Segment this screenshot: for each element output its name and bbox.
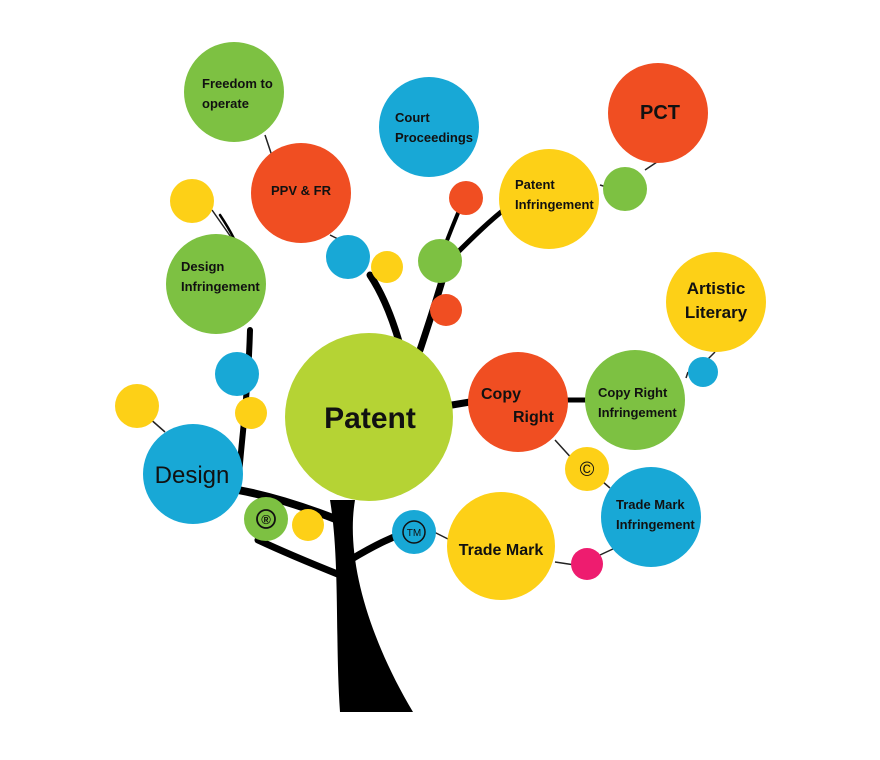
copy-right-infringement-line1: Copy Right [598,385,668,400]
node-labels: Freedom to operate PPV & FR Court Procee… [155,76,748,559]
copy-right-infringement-line2: Infringement [598,405,677,420]
copy-right-line1: Copy [481,386,521,403]
registered-symbol-dot [244,497,288,541]
node-trade-mark-infringement [601,467,701,567]
patent-infringement-line1: Patent [515,177,555,192]
node-artistic-literary [666,252,766,352]
court-line1: Court [395,110,430,125]
circle-nodes [143,42,766,600]
copyright-symbol: © [580,459,595,481]
court-line2: Proceedings [395,130,473,145]
node-court-proceedings [379,77,479,177]
design-infringement-line1: Design [181,259,224,274]
dot-orange [430,294,462,326]
trade-mark-infringement-line1: Trade Mark [616,497,685,512]
branch-registered [254,536,344,579]
pct-label: PCT [640,102,680,124]
node-pct [608,63,708,163]
copyright-symbol-dot [565,447,609,491]
dot-yellow [371,251,403,283]
branch-ppv [366,271,404,349]
trade-mark-infringement-line2: Infringement [616,517,695,532]
trunk-main [330,500,413,712]
dot-yellow [170,179,214,223]
freedom-line1: Freedom to [202,76,273,91]
artistic-line1: Artistic [687,279,746,298]
dot-blue [215,352,259,396]
dot-yellow [115,384,159,428]
connector-blue-copyright-infr [685,371,689,379]
dot-blue [688,357,718,387]
dot-green [418,239,462,283]
branch-design [234,486,342,524]
symbol-dots: ® © TM [244,447,609,554]
artistic-line2: Literary [685,303,748,322]
registered-symbol: ® [261,512,271,527]
patent-infringement-line2: Infringement [515,197,594,212]
connector-pink-trademark-infr [599,547,616,556]
tree-trunk [330,500,413,712]
node-design-infringement [166,234,266,334]
dot-pink [571,548,603,580]
design-infringement-line2: Infringement [181,279,260,294]
dot-yellow [235,397,267,429]
freedom-line2: operate [202,96,249,111]
trade-mark-label: Trade Mark [459,542,544,559]
node-ppv-fr [251,143,351,243]
ppv-label: PPV & FR [271,183,332,198]
node-copy-right [468,352,568,452]
small-dots [115,167,718,580]
trademark-symbol-dot [392,510,436,554]
dot-blue [326,235,370,279]
dot-green [603,167,647,211]
registered-icon [256,509,276,529]
dot-yellow [292,509,324,541]
node-patent-infringement [499,149,599,249]
trademark-symbol: TM [407,528,421,539]
trademark-icon [402,520,426,544]
node-design [143,424,243,524]
connector-lines [139,134,716,566]
patent-label: Patent [324,402,416,435]
node-trade-mark [447,492,555,600]
branch-copyright [448,398,474,409]
copy-right-line2: Right [513,409,555,426]
design-label: Design [155,462,230,489]
node-freedom-to-operate [184,42,284,142]
dot-orange [449,181,483,215]
node-patent [285,333,453,501]
node-copy-right-infringement [585,350,685,450]
